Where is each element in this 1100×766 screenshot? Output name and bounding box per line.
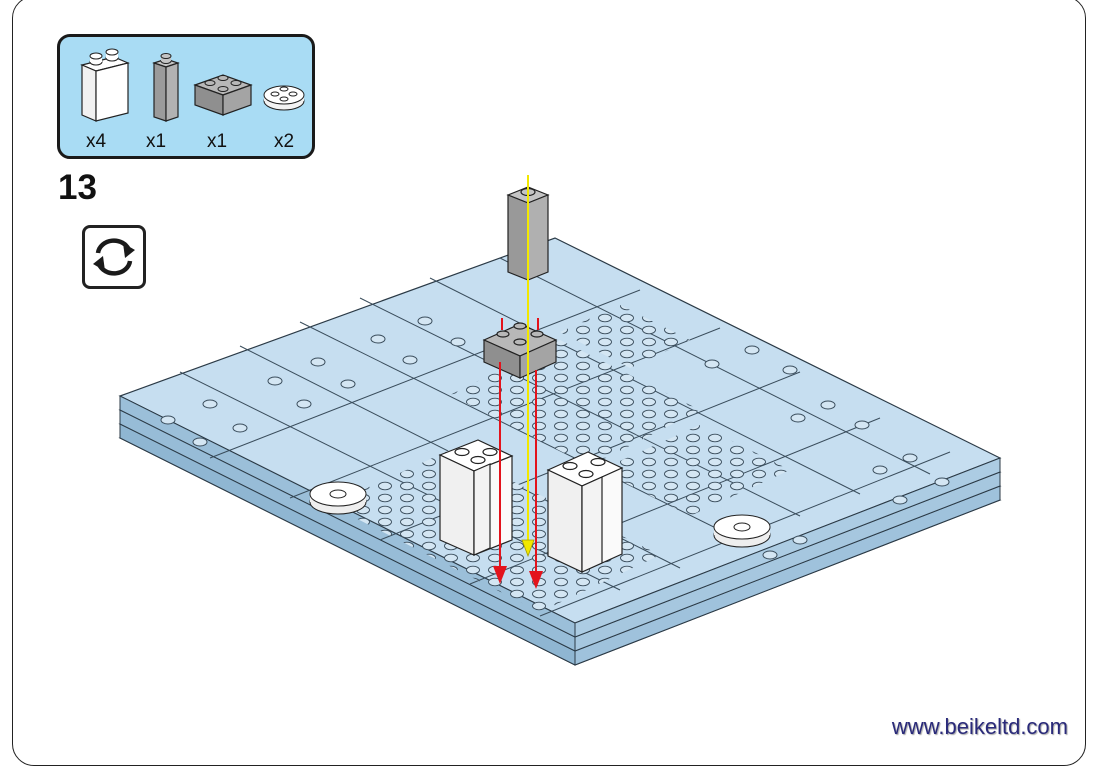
part-qty: x1 <box>206 131 228 152</box>
gray-brick-2x2-icon <box>193 74 253 116</box>
placement-arrows <box>493 175 543 589</box>
rotate-model-icon <box>82 225 146 289</box>
gray-brick-2x2 <box>482 322 558 379</box>
step-number: 13 <box>58 168 97 207</box>
single-studs <box>160 316 950 560</box>
part-qty: x1 <box>145 131 167 152</box>
white-bricks-right <box>546 451 624 573</box>
white-bricks-left <box>438 439 514 556</box>
gray-brick-1x1x3-icon <box>152 53 180 122</box>
gray-brick-1x1x3 <box>506 186 550 281</box>
parts-list-panel: x4 x1 x1 x2 <box>57 34 315 159</box>
round-plate-left <box>309 481 367 515</box>
part-qty: x2 <box>273 131 295 152</box>
round-plate-right <box>713 514 771 548</box>
part-qty: x4 <box>85 131 107 152</box>
white-brick-1x2x3-icon <box>80 48 130 122</box>
footer-url: www.beikeltd.com <box>891 714 1068 739</box>
white-round-plate-2x2-icon <box>263 85 305 111</box>
